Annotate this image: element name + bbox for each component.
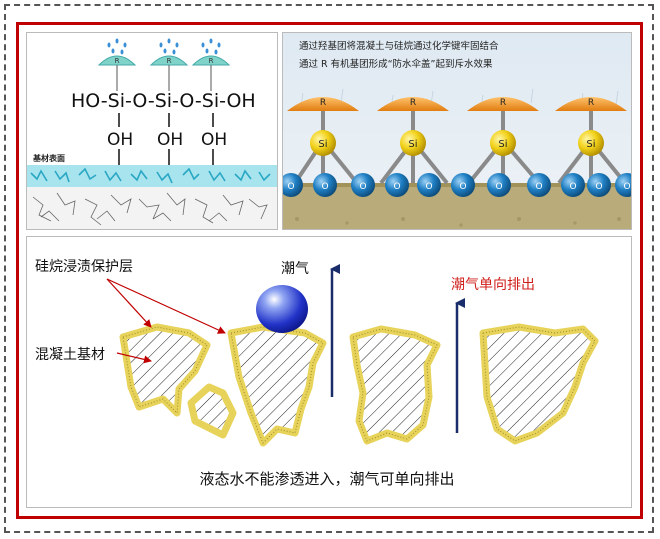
o-label: O (535, 182, 542, 192)
hydroxyl-2: OH (157, 130, 183, 150)
oxygen-atoms (283, 173, 631, 197)
si-label: Si (586, 139, 595, 150)
cap-label: R (588, 98, 594, 108)
umbrella-label: R (167, 57, 172, 65)
penetration-zone (27, 165, 277, 187)
pore-diagram-panel: 潮气 潮气单向排出 硅烷浸渍保护层 混凝土基材 液态水不能渗透进入，潮气可单向排… (26, 236, 632, 508)
o-label: O (425, 182, 432, 192)
o-label: O (623, 182, 630, 192)
o-label: O (321, 182, 328, 192)
si-label: Si (408, 139, 417, 150)
o-label: O (287, 182, 294, 192)
o-label: O (459, 182, 466, 192)
o-label: O (595, 182, 602, 192)
si-label: Si (498, 139, 507, 150)
water-droplet (256, 285, 308, 333)
cap-label: R (500, 98, 506, 108)
substrate-label: 混凝土基材 (35, 346, 105, 363)
pointer-line-1 (106, 278, 152, 328)
molecular-formula-panel: R R R HO-Si-O-Si-O-Si-OH OH OH OH 基材表面 (26, 32, 278, 230)
discharge-label: 潮气单向排出 (451, 277, 535, 293)
umbrella-bond-figure: 通过羟基团将混凝土与硅烷通过化学键牢固结合 通过 R 有机基团形成“防水伞盖”起… (283, 33, 631, 229)
concrete-chunks (119, 323, 599, 447)
o-label: O (359, 182, 366, 192)
bond-caption-line1: 通过羟基团将混凝土与硅烷通过化学键牢固结合 (299, 40, 499, 52)
substrate-surface-label: 基材表面 (32, 153, 65, 163)
o-label: O (495, 182, 502, 192)
pointer-line-2 (106, 278, 226, 334)
cap-label: R (320, 98, 326, 108)
o-label: O (569, 182, 576, 192)
bond-caption-line2: 通过 R 有机基团形成“防水伞盖”起到斥水效果 (299, 58, 493, 70)
pointer-line-3 (116, 352, 152, 364)
o-label: O (393, 182, 400, 192)
cap-label: R (410, 98, 416, 108)
molecular-formula-figure: R R R HO-Si-O-Si-O-Si-OH OH OH OH 基材表面 (27, 38, 277, 229)
vapor-label: 潮气 (281, 261, 309, 277)
siloxane-formula: HO-Si-O-Si-O-Si-OH (71, 90, 256, 112)
si-label: Si (318, 139, 327, 150)
protect-layer-label: 硅烷浸渍保护层 (35, 259, 133, 275)
hydroxyl-3: OH (201, 130, 227, 150)
outer-dashed-border (4, 4, 654, 533)
umbrella-3: R (191, 38, 231, 91)
bottom-caption: 液态水不能渗透进入，潮气可单向排出 (199, 470, 454, 488)
pore-diagram: 潮气 潮气单向排出 硅烷浸渍保护层 混凝土基材 液态水不能渗透进入，潮气可单向排… (35, 259, 599, 488)
hydroxyl-1: OH (107, 130, 133, 150)
silicon-atoms (310, 130, 604, 156)
concrete-chunks-edge (122, 326, 596, 444)
umbrella-label: R (115, 57, 120, 65)
umbrella-2: R (149, 38, 189, 91)
umbrella-bond-panel: 通过羟基团将混凝土与硅烷通过化学键牢固结合 通过 R 有机基团形成“防水伞盖”起… (282, 32, 632, 230)
umbrella-label: R (209, 57, 214, 65)
umbrella-1: R (97, 38, 137, 91)
umbrella-caps (287, 97, 627, 111)
